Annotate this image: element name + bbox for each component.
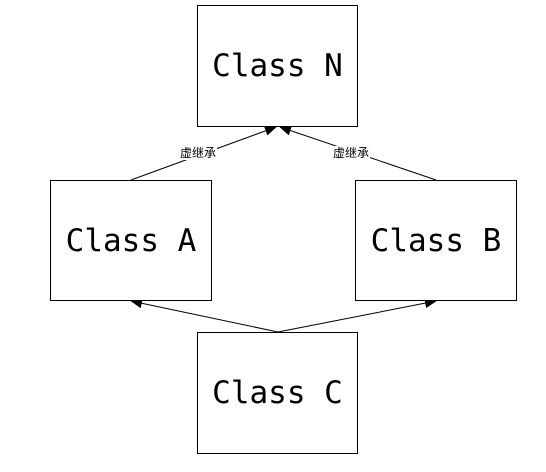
edge-c-to-b xyxy=(277,298,437,333)
edge-b-to-n-label: 虚继承 xyxy=(332,146,371,160)
class-n-node[interactable]: Class N xyxy=(197,5,358,127)
class-n-label: Class N xyxy=(212,48,343,84)
class-c-label: Class C xyxy=(212,375,343,411)
class-a-node[interactable]: Class A xyxy=(50,180,212,301)
edge-a-to-n-label: 虚继承 xyxy=(179,146,218,160)
edge-c-to-a xyxy=(130,298,279,333)
class-b-label: Class B xyxy=(370,222,502,259)
class-b-node[interactable]: Class B xyxy=(355,180,517,301)
class-a-label: Class A xyxy=(65,222,197,259)
class-c-node[interactable]: Class C xyxy=(197,332,358,454)
